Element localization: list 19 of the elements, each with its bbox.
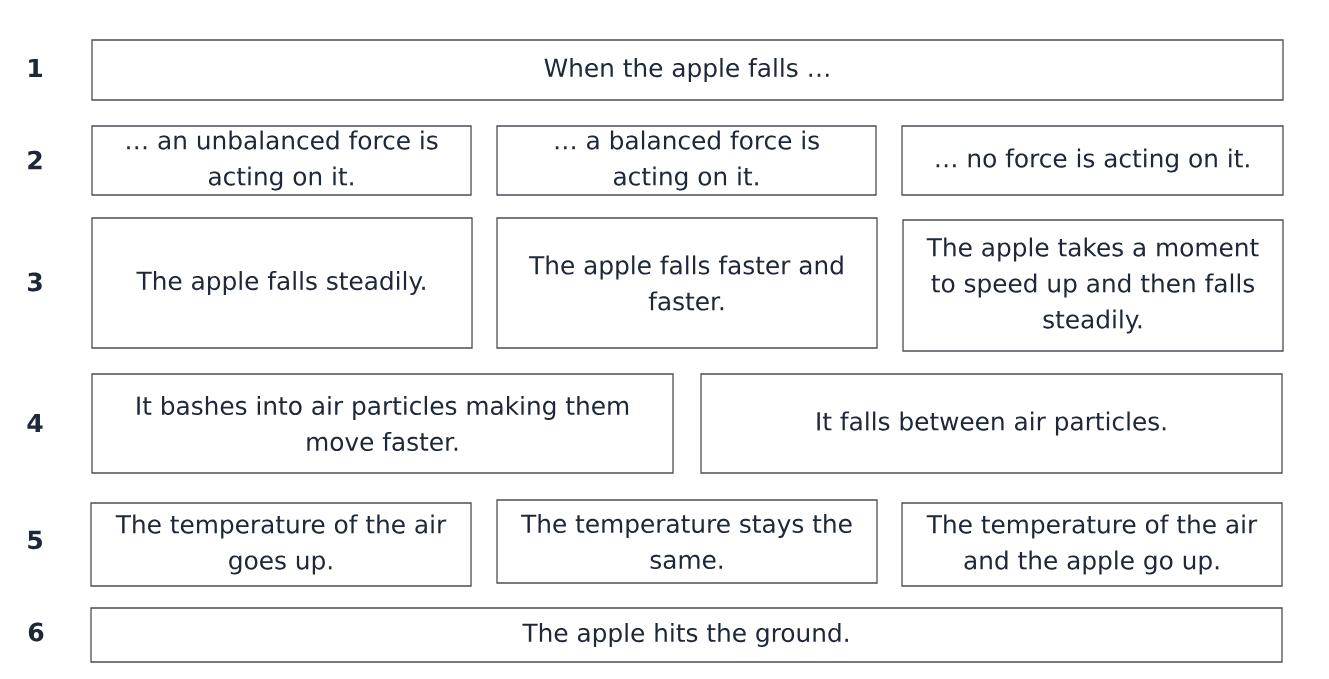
statement-box: The apple takes a moment to speed up and then falls steadily. [902, 219, 1284, 352]
statement-box: … no force is acting on it. [901, 125, 1284, 196]
statement-box: The temperature of the air goes up. [90, 502, 472, 587]
statement-box: The apple hits the ground. [90, 607, 1283, 663]
row-number: 6 [28, 622, 44, 642]
row-number: 1 [29, 58, 42, 78]
statement-box: The apple falls steadily. [91, 217, 473, 349]
statement-box: … an unbalanced force is acting on it. [91, 125, 472, 196]
statement-box: The temperature stays the same. [496, 499, 878, 584]
statement-box: It falls between air particles. [700, 373, 1283, 474]
row-number: 5 [28, 530, 42, 550]
row-number: 3 [28, 272, 42, 292]
statement-box: … a balanced force is acting on it. [496, 125, 877, 196]
row-number: 4 [27, 413, 43, 433]
row-number: 2 [28, 150, 42, 170]
statement-box: The apple falls faster and faster. [496, 217, 878, 349]
statement-box: The temperature of the air and the apple go up. [901, 502, 1283, 587]
statement-box: When the apple falls … [91, 39, 1284, 101]
statement-box: It bashes into air particles making them move faster. [91, 373, 674, 474]
